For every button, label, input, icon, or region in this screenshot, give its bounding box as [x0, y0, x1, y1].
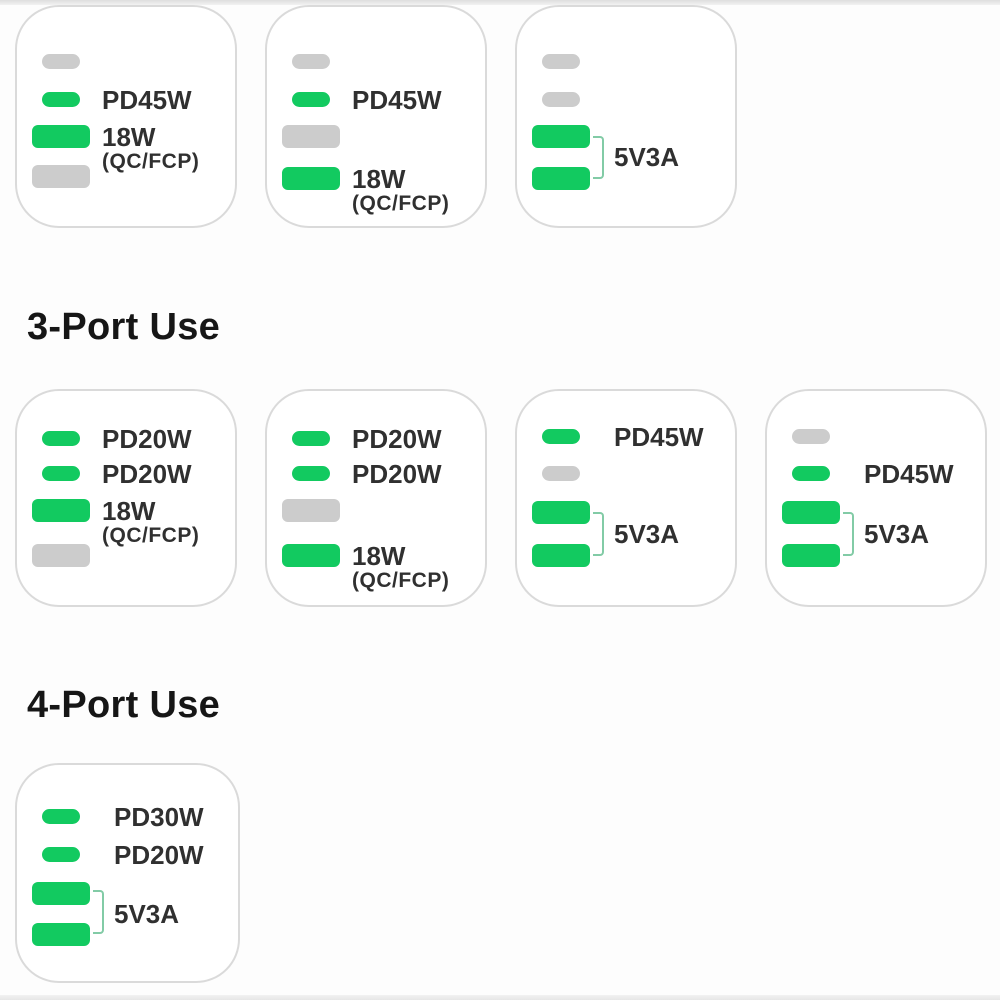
usb-c-port-icon [42, 466, 80, 481]
group-label: 5V3A [614, 519, 680, 549]
usb-a-port-icon [532, 125, 590, 148]
usb-c-port-icon [542, 92, 580, 107]
section-heading-3-port: 3-Port Use [27, 306, 221, 348]
usb-a-port-icon [282, 125, 340, 148]
usb-a-port-icon [32, 544, 90, 567]
port-label: 18W [102, 122, 156, 152]
usb-a-port-icon [32, 499, 90, 522]
port-label: PD20W [114, 840, 204, 870]
charger-card: PD45W 18W (QC/FCP) [265, 5, 487, 228]
group-label: 5V3A [614, 142, 680, 172]
usb-a-port-icon [32, 882, 90, 905]
port-label: PD45W [102, 85, 192, 115]
top-edge-band [0, 0, 1000, 5]
usb-c-port-icon [292, 431, 330, 446]
port-sublabel: (QC/FCP) [102, 150, 200, 173]
port-label: 18W [352, 164, 406, 194]
usb-a-port-icon [532, 167, 590, 190]
bottom-edge-band [0, 995, 1000, 1000]
port-label: PD20W [352, 424, 442, 454]
group-bracket [593, 136, 604, 179]
usb-c-port-icon [792, 466, 830, 481]
usb-c-port-icon [42, 431, 80, 446]
usb-c-port-icon [42, 809, 80, 824]
port-label: PD45W [614, 422, 704, 452]
usb-c-port-icon [292, 466, 330, 481]
charger-card: PD45W 5V3A [765, 389, 987, 607]
usb-a-port-icon [282, 499, 340, 522]
port-label: PD20W [102, 424, 192, 454]
usb-a-port-icon [532, 544, 590, 567]
usb-a-port-icon [32, 165, 90, 188]
usb-a-port-icon [282, 544, 340, 567]
port-label: PD45W [352, 85, 442, 115]
port-label: 18W [102, 496, 156, 526]
port-label: 18W [352, 541, 406, 571]
usb-a-port-icon [782, 544, 840, 567]
group-bracket [93, 890, 104, 934]
charger-card: 5V3A [515, 5, 737, 228]
group-bracket [843, 512, 854, 556]
charger-card: PD45W 18W (QC/FCP) [15, 5, 237, 228]
group-bracket [593, 512, 604, 556]
usb-c-port-icon [792, 429, 830, 444]
group-label: 5V3A [864, 519, 930, 549]
port-label: PD30W [114, 802, 204, 832]
port-sublabel: (QC/FCP) [102, 524, 200, 547]
usb-c-port-icon [542, 54, 580, 69]
usb-c-port-icon [42, 92, 80, 107]
usb-c-port-icon [292, 92, 330, 107]
charger-card: PD20W PD20W 18W (QC/FCP) [15, 389, 237, 607]
usb-c-port-icon [542, 466, 580, 481]
usb-c-port-icon [42, 847, 80, 862]
port-sublabel: (QC/FCP) [352, 569, 450, 592]
usb-c-port-icon [42, 54, 80, 69]
usb-a-port-icon [32, 125, 90, 148]
usb-c-port-icon [292, 54, 330, 69]
section-heading-4-port: 4-Port Use [27, 684, 221, 726]
port-label: PD20W [352, 459, 442, 489]
port-label: PD45W [864, 459, 954, 489]
charger-card: PD45W 5V3A [515, 389, 737, 607]
usb-a-port-icon [282, 167, 340, 190]
port-sublabel: (QC/FCP) [352, 192, 450, 215]
usb-c-port-icon [542, 429, 580, 444]
port-label: PD20W [102, 459, 192, 489]
charger-card: PD30W PD20W 5V3A [15, 763, 240, 983]
usb-a-port-icon [782, 501, 840, 524]
charger-card: PD20W PD20W 18W (QC/FCP) [265, 389, 487, 607]
usb-a-port-icon [532, 501, 590, 524]
usb-a-port-icon [32, 923, 90, 946]
group-label: 5V3A [114, 899, 180, 929]
